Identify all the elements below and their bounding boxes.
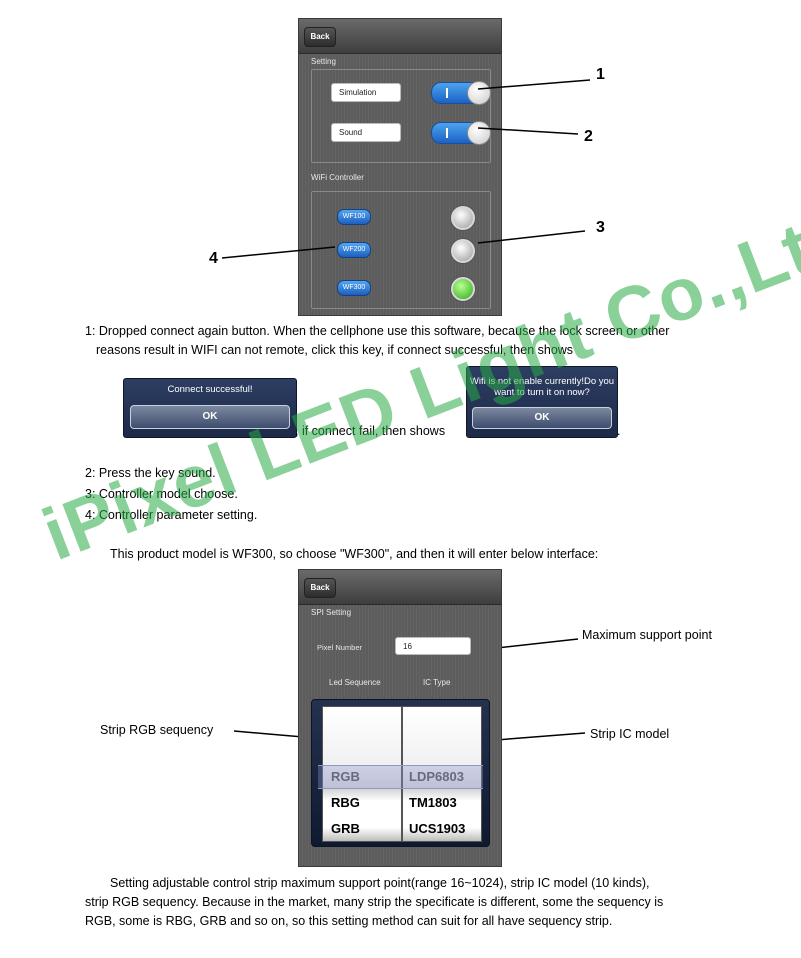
wf300-radio[interactable] — [451, 277, 475, 301]
sequence-option[interactable]: RGB — [331, 769, 360, 784]
toggle-knob — [467, 121, 491, 145]
sequence-option[interactable]: RBG — [331, 795, 360, 810]
callout-1: 1 — [596, 66, 605, 83]
simulation-label-box: Simulation — [331, 83, 401, 102]
strip-ic-annotation: Strip IC model — [590, 727, 670, 741]
ic-option[interactable]: TM1803 — [409, 795, 457, 810]
back-button[interactable]: Back — [304, 27, 336, 47]
nav-bar: Back — [299, 570, 501, 605]
pixel-number-label: Pixel Number — [317, 643, 363, 652]
setting-section-label: Setting — [311, 57, 336, 66]
para-line-2: strip RGB sequency. Because in the marke… — [85, 895, 664, 909]
desc-1-line-1: 1: Dropped connect again button. When th… — [85, 324, 670, 338]
ic-option[interactable]: LDP6803 — [409, 769, 464, 784]
wf100-radio[interactable] — [451, 206, 475, 230]
max-support-point-annotation: Maximum support point — [582, 628, 712, 642]
callout-3: 3 — [596, 219, 605, 236]
fail-dialog: Wifi is not enable currently!Do you want… — [466, 366, 618, 438]
success-ok-button[interactable]: OK — [130, 405, 290, 429]
led-sequence-wheel[interactable]: RGB RBG GRB — [322, 706, 402, 842]
pixel-number-input[interactable]: 16 — [395, 637, 471, 655]
sequence-ic-picker[interactable]: RGB RBG GRB LDP6803 TM1803 UCS1903 — [311, 699, 490, 847]
sound-label-box: Sound — [331, 123, 401, 142]
strip-rgb-annotation: Strip RGB sequency — [100, 723, 214, 737]
toggle-on-mark — [446, 88, 448, 98]
settings-screen: Back Setting Simulation Sound WiFi Contr… — [298, 18, 502, 316]
wf200-button[interactable]: WF200 — [337, 242, 371, 258]
para-line-3: RGB, some is RBG, GRB and so on, so this… — [85, 914, 613, 928]
toggle-knob — [467, 81, 491, 105]
para-line-1: Setting adjustable control strip maximum… — [110, 876, 650, 890]
wf300-button[interactable]: WF300 — [337, 280, 371, 296]
spi-section-label: SPI Setting — [311, 608, 352, 617]
wf100-button[interactable]: WF100 — [337, 209, 371, 225]
fail-ok-button[interactable]: OK — [472, 407, 612, 429]
ic-type-label: IC Type — [423, 678, 451, 687]
toggle-on-mark — [446, 128, 448, 138]
nav-bar: Back — [299, 19, 501, 54]
period: . — [617, 424, 621, 438]
wf200-radio[interactable] — [451, 239, 475, 263]
success-dialog: Connect successful! OK — [123, 378, 297, 438]
led-sequence-label: Led Sequence — [329, 678, 381, 687]
ic-option[interactable]: UCS1903 — [409, 821, 466, 836]
desc-1-line-2: reasons result in WIFI can not remote, c… — [96, 343, 574, 357]
product-text: This product model is WF300, so choose "… — [110, 547, 599, 561]
list-item-2: 2: Press the key sound. — [85, 466, 216, 480]
sequence-option[interactable]: GRB — [331, 821, 360, 836]
back-button[interactable]: Back — [304, 578, 336, 598]
wifi-section-label: WiFi Controller — [311, 173, 364, 182]
setting-group — [311, 69, 491, 163]
callout-4: 4 — [209, 250, 218, 267]
connect-fail-text: , if connect fail, then shows — [295, 424, 446, 438]
spi-setting-screen: Back SPI Setting Pixel Number 16 Led Seq… — [298, 569, 502, 867]
sound-toggle[interactable] — [431, 121, 491, 145]
callout-2: 2 — [584, 128, 593, 145]
selection-band — [318, 765, 483, 789]
fail-message-line-1: Wifi is not enable currently!Do you — [469, 376, 615, 387]
simulation-toggle[interactable] — [431, 81, 491, 105]
fail-message-line-2: want to turn it on now? — [494, 387, 590, 398]
list-item-4: 4: Controller parameter setting. — [85, 508, 258, 522]
list-item-3: 3: Controller model choose. — [85, 487, 238, 501]
ic-type-wheel[interactable]: LDP6803 TM1803 UCS1903 — [402, 706, 482, 842]
success-message: Connect successful! — [167, 384, 253, 395]
